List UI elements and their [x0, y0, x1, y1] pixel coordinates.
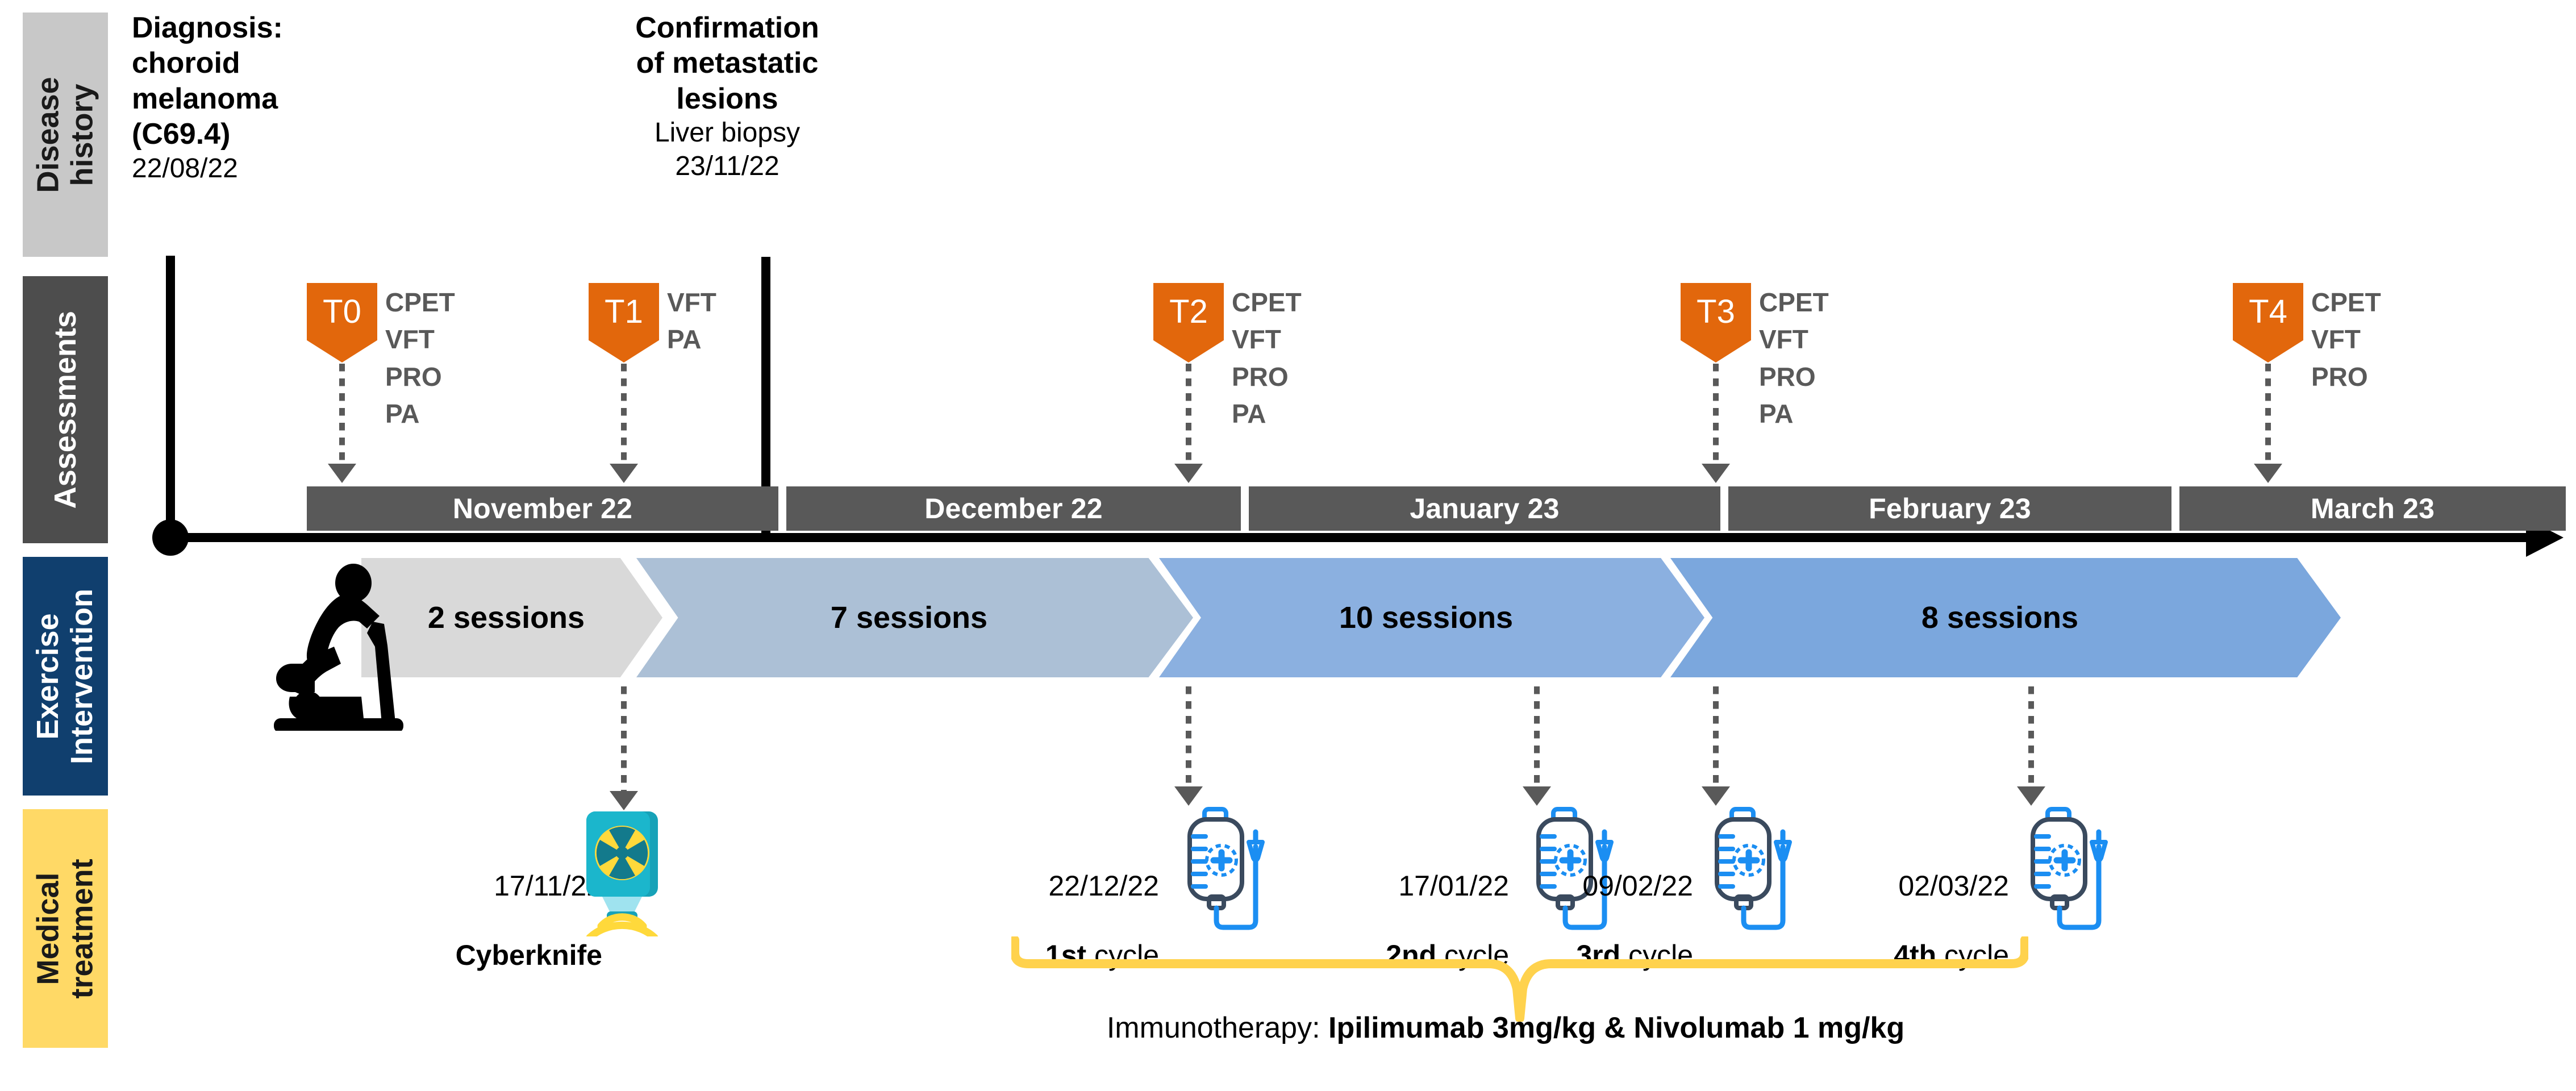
exercise-block-4-label: 8 sessions	[1921, 601, 2079, 635]
exercise-block-1-label: 2 sessions	[427, 601, 585, 635]
iv-bag-icon	[1187, 807, 1265, 930]
connector-arrow-t2	[1174, 464, 1203, 483]
medical-event-cyberknife-text: 17/11/22 Cyberknife	[341, 834, 602, 1007]
medical-event-cycle-4-date: 02/03/22	[1898, 870, 2009, 902]
row-label-medical-treatment: Medical treatment	[23, 809, 108, 1048]
disease-event-diagnosis: Diagnosis: choroid melanoma (C69.4) 22/0…	[132, 10, 319, 185]
row-label-disease-history-text: Disease history	[31, 76, 100, 193]
connector-t4	[2265, 364, 2271, 464]
pennant-icon-t1: T1	[589, 283, 659, 363]
month-bar-november-22-label: November 22	[452, 493, 633, 524]
connector-arrow-cycle-4	[2017, 786, 2045, 806]
connector-cyberknife	[621, 686, 627, 794]
row-label-medical-treatment-text: Medical treatment	[31, 858, 99, 999]
connector-arrow-cycle-2	[1523, 786, 1551, 806]
disease-event-stem-metastasis	[761, 257, 770, 540]
assessment-id-t2: T2	[1169, 293, 1208, 330]
pennant-icon-t2: T2	[1153, 283, 1224, 363]
assessment-marker-t3[interactable]: T3 CPET VFT PRO PA	[1681, 283, 1829, 428]
connector-cycle-2	[1534, 686, 1540, 790]
row-label-assessments: Assessments	[23, 276, 108, 543]
medical-event-cycle-1-date: 22/12/22	[1048, 870, 1159, 902]
exercise-block-3-label: 10 sessions	[1339, 601, 1514, 635]
disease-event-diagnosis-date: 22/08/22	[132, 153, 238, 184]
iv-bag-icon	[2031, 807, 2108, 930]
row-label-exercise-intervention-text: Exercise Intervention	[31, 588, 99, 764]
month-bar-march-23: March 23	[2179, 486, 2566, 531]
medical-event-cyberknife-date: 17/11/22	[494, 870, 602, 902]
connector-t2	[1186, 364, 1191, 464]
timeline-axis-line	[170, 533, 2540, 542]
month-bar-january-23: January 23	[1249, 486, 1720, 531]
connector-arrow-t3	[1702, 464, 1730, 483]
medical-event-cyberknife-name: Cyberknife	[455, 939, 602, 971]
disease-event-diagnosis-title: Diagnosis: choroid melanoma (C69.4)	[132, 11, 283, 151]
assessment-labels-t2: CPET VFT PRO PA	[1232, 288, 1302, 428]
month-bar-december-22: December 22	[786, 486, 1241, 531]
connector-arrow-t1	[610, 464, 638, 483]
disease-event-metastasis-title: Confirmation of metastatic lesions	[635, 11, 819, 115]
disease-event-metastasis: Confirmation of metastatic lesions Liver…	[614, 10, 841, 183]
disease-event-stem-diagnosis	[166, 256, 175, 540]
connector-cycle-1	[1186, 686, 1191, 790]
connector-arrow-cycle-1	[1174, 786, 1203, 806]
connector-cycle-3	[1713, 686, 1719, 790]
immunotherapy-brace	[1011, 936, 2028, 1022]
assessment-labels-t0: CPET VFT PRO PA	[385, 288, 455, 428]
exercise-block-2-label: 7 sessions	[830, 601, 988, 635]
assessment-id-t4: T4	[2249, 293, 2287, 330]
immunotherapy-caption: Immunotherapy: Ipilimumab 3mg/kg & Nivol…	[966, 1010, 2045, 1046]
month-bar-march-23-label: March 23	[2310, 493, 2435, 524]
connector-arrow-cyberknife	[610, 791, 638, 810]
month-bar-november-22: November 22	[307, 486, 778, 531]
pennant-icon-t3: T3	[1681, 283, 1751, 363]
month-bar-january-23-label: January 23	[1410, 493, 1560, 524]
connector-t1	[621, 364, 627, 464]
connector-arrow-cycle-3	[1702, 786, 1730, 806]
disease-event-metastasis-date: Liver biopsy 23/11/22	[654, 118, 801, 181]
exercise-block-3: 10 sessions	[1159, 558, 1704, 677]
connector-arrow-t4	[2254, 464, 2282, 483]
assessment-marker-t2[interactable]: T2 CPET VFT PRO PA	[1153, 283, 1302, 428]
exercise-block-2: 7 sessions	[636, 558, 1193, 677]
row-label-disease-history: Disease history	[23, 13, 108, 257]
month-bar-february-23: February 23	[1728, 486, 2171, 531]
stationary-bike-icon	[274, 564, 403, 731]
exercise-block-1: 2 sessions	[361, 558, 662, 677]
immunotherapy-drugs: Ipilimumab 3mg/kg & Nivolumab 1 mg/kg	[1328, 1011, 1905, 1044]
immunotherapy-prefix: Immunotherapy:	[1106, 1011, 1328, 1044]
assessment-marker-t4[interactable]: T4 CPET VFT PRO	[2233, 283, 2381, 392]
medical-event-cycle-2-date: 17/01/22	[1398, 870, 1509, 902]
exercise-block-4: 8 sessions	[1670, 558, 2341, 677]
pennant-icon-t0: T0	[307, 283, 377, 363]
assessment-labels-t4: CPET VFT PRO	[2311, 288, 2381, 392]
month-bar-february-23-label: February 23	[1869, 493, 2031, 524]
assessment-id-t3: T3	[1697, 293, 1735, 330]
medical-event-cycle-3-date: 09/02/22	[1582, 870, 1693, 902]
pennant-icon-t4: T4	[2233, 283, 2303, 363]
connector-t3	[1713, 364, 1719, 464]
assessment-id-t1: T1	[605, 293, 643, 330]
assessment-labels-t1: VFT PA	[667, 288, 716, 355]
row-label-assessments-text: Assessments	[48, 310, 82, 509]
month-bar-december-22-label: December 22	[924, 493, 1103, 524]
assessment-marker-t1[interactable]: T1 VFT PA	[589, 283, 716, 363]
connector-arrow-t0	[328, 464, 356, 483]
connector-t0	[339, 364, 345, 464]
connector-cycle-4	[2028, 686, 2034, 790]
radiotherapy-machine-icon	[586, 811, 658, 936]
iv-bag-icon	[1536, 807, 1614, 930]
row-label-exercise-intervention: Exercise Intervention	[23, 557, 108, 796]
assessment-id-t0: T0	[323, 293, 361, 330]
assessment-marker-t0[interactable]: T0 CPET VFT PRO PA	[307, 283, 455, 428]
iv-bag-icon	[1715, 807, 1792, 930]
assessment-labels-t3: CPET VFT PRO PA	[1759, 288, 1829, 428]
